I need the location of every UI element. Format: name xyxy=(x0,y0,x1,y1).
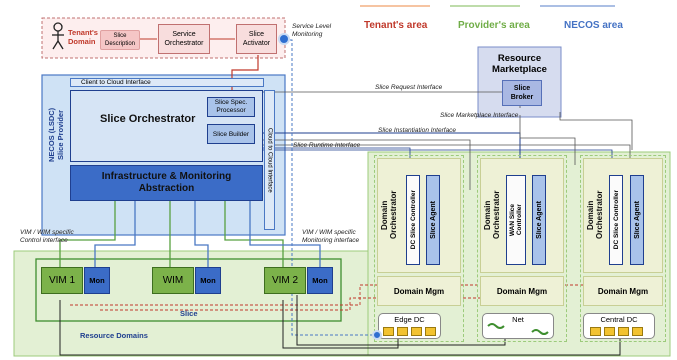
net-box xyxy=(482,313,554,339)
slice-orchestrator-title: Slice Orchestrator xyxy=(100,113,196,125)
slice-instantiation-interface-label: Slice Instantiation Interface xyxy=(378,127,457,134)
slice-spec-processor: Slice Spec. Processor xyxy=(207,97,255,117)
slice-description: Slice Description xyxy=(100,30,140,50)
edge-dc-slice-controller: DC Slice Controller xyxy=(406,175,420,265)
edge-dc-domain xyxy=(374,155,464,342)
service-level-monitoring-label: Service Level Monitoring xyxy=(292,23,332,38)
wan-slice-controller: WAN Slice Controller xyxy=(506,175,526,265)
slice-marketplace-interface-label: Slice Marketplace Interface xyxy=(440,112,519,119)
edge-dc-orchestrator-label: Domain Orchestrator xyxy=(380,190,398,240)
edge-dc-label: Edge DC xyxy=(394,314,425,324)
service-level-monitoring-port-icon xyxy=(278,33,290,45)
central-dc-domain xyxy=(580,155,666,342)
slice-request-interface-label: Slice Request Interface xyxy=(375,84,443,91)
central-dc-slice-agent: Slice Agent xyxy=(630,175,644,265)
vim-2-mon: Mon xyxy=(307,267,333,294)
central-dc-label: Central DC xyxy=(600,314,638,324)
server-icon xyxy=(383,327,394,336)
vim-1: VIM 1 xyxy=(41,267,83,294)
server-icon xyxy=(590,327,601,336)
slice-activator: Slice Activator xyxy=(236,24,277,54)
server-icon xyxy=(604,327,615,336)
server-icon xyxy=(632,327,643,336)
central-dc-orchestrator-label: Domain Orchestrator xyxy=(586,190,604,240)
net-domain xyxy=(477,155,567,342)
legend-tenant: Tenant's area xyxy=(364,20,428,31)
slice-broker: Slice Broker xyxy=(502,80,542,106)
slice-label: Slice xyxy=(180,309,198,318)
net-domain-mgm: Domain Mgm xyxy=(480,276,564,306)
slice-boundary xyxy=(35,258,342,322)
resource-domains-label: Resource Domains xyxy=(80,331,148,340)
service-orchestrator: Service Orchestrator xyxy=(158,24,210,54)
legend-provider: Provider's area xyxy=(458,20,530,31)
net-orchestrator-label: Domain Orchestrator xyxy=(483,190,501,240)
slice-runtime-interface-label: Slice Runtime Interface xyxy=(293,142,361,149)
central-dc-domain-mgm: Domain Mgm xyxy=(583,276,663,306)
vim-1-mon: Mon xyxy=(84,267,110,294)
wim: WIM xyxy=(152,267,194,294)
wim-mon: Mon xyxy=(195,267,221,294)
vim-monitoring-interface-label: VIM / WIM specific Monitoring interface xyxy=(302,229,360,244)
tenant-person-icon xyxy=(50,22,66,50)
central-dc-servers xyxy=(590,327,650,336)
vim-2: VIM 2 xyxy=(264,267,306,294)
infrastructure-monitoring-abstraction: Infrastructure & Monitoring Abstraction xyxy=(70,165,263,201)
edge-dc-monitoring-port-icon xyxy=(372,330,382,340)
edge-dc-domain-mgm: Domain Mgm xyxy=(377,276,461,306)
slice-builder: Slice Builder xyxy=(207,124,255,144)
server-icon xyxy=(397,327,408,336)
central-dc-orchestrator-box xyxy=(583,158,663,273)
central-dc-slice-controller: DC Slice Controller xyxy=(609,175,623,265)
cloud-to-cloud-interface-label: Cloud to Cloud Interface xyxy=(266,127,273,193)
resource-marketplace-title: Resource Marketplace xyxy=(492,53,547,75)
legend-necos: NECOS area xyxy=(564,20,623,31)
server-icon xyxy=(411,327,422,336)
tenant-domain-label: Tenant's Domain xyxy=(68,28,98,46)
network-link-icons xyxy=(486,322,550,336)
net-label: Net xyxy=(512,314,524,324)
necos-provider-label: NECOS (LSDC) Slice Provider xyxy=(47,107,65,163)
cloud-to-cloud-interface-bar: Cloud to Cloud Interface xyxy=(264,90,275,230)
edge-dc-servers xyxy=(383,327,437,336)
vim-control-interface-label: VIM / WIM specific Control interface xyxy=(20,229,74,244)
net-slice-agent: Slice Agent xyxy=(532,175,546,265)
server-icon xyxy=(425,327,436,336)
client-to-cloud-interface: Client to Cloud Interface xyxy=(70,78,264,87)
server-icon xyxy=(618,327,629,336)
edge-dc-slice-agent: Slice Agent xyxy=(426,175,440,265)
